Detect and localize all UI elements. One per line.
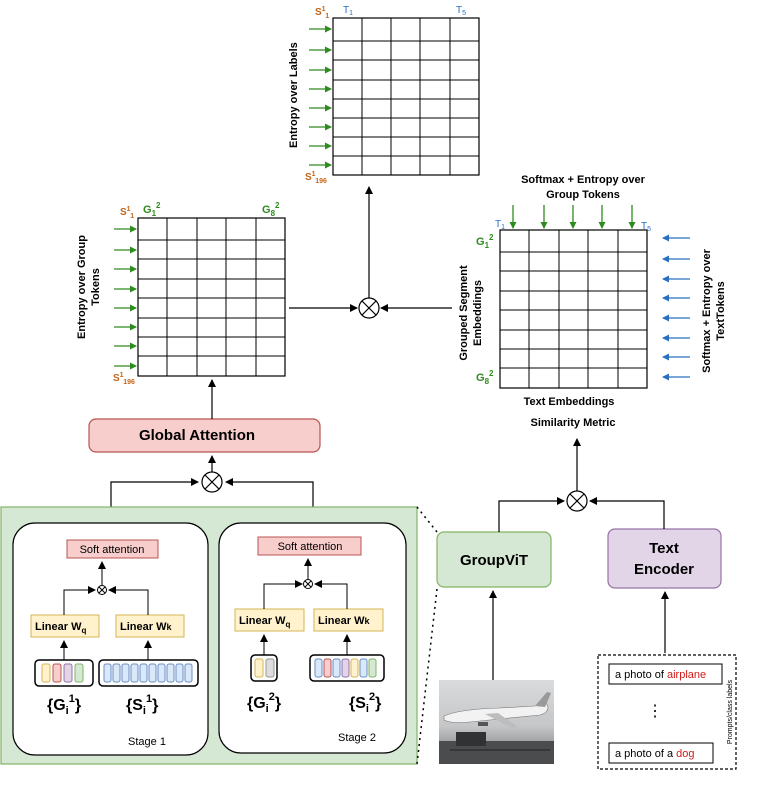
right-matrix: Softmax + Entropy over Group Tokens T1 T…	[458, 174, 727, 429]
text-encoder-block: Text Encoder	[607, 528, 722, 589]
prompts-side-label: Prompts/class labels	[727, 679, 734, 744]
similarity-metric-label: Similarity Metric	[531, 417, 616, 429]
right-matrix-xlabel: Text Embeddings	[524, 396, 615, 408]
right-matrix-top-caption-line1: Softmax + Entropy over	[521, 174, 646, 186]
global-attention-block: Global Attention	[88, 418, 321, 453]
stage2-soft-attention: Soft attention	[278, 541, 343, 553]
stage2-linear-k: Linear Wk	[318, 615, 370, 627]
global-attention-label: Global Attention	[139, 427, 255, 444]
stage1-linear-k: Linear Wk	[120, 621, 172, 633]
stage1-linear-q: Linear Wq	[35, 621, 86, 635]
left-matrix: S11 S1196 G12 G82 Entropy over Group Tok…	[76, 201, 286, 386]
entropy-row-arrows	[114, 225, 137, 370]
left-matrix-ylabel-line1: Entropy over Group	[76, 235, 88, 339]
right-matrix-ylabel-line1: Grouped Segment	[458, 265, 470, 361]
stage1-soft-attention: Soft attention	[80, 544, 145, 556]
prompt-airplane: a photo of airplane	[615, 669, 706, 681]
groupvit-label: GroupViT	[460, 552, 528, 569]
top-matrix: S11 S1196 T1 T5 Entropy over Labels	[288, 5, 480, 185]
right-matrix-side-caption-line1: Softmax + Entropy over	[701, 248, 713, 373]
center-connectors	[289, 186, 452, 312]
group-token-arrows	[509, 205, 636, 229]
global-multiply-node	[201, 471, 223, 493]
stage1-segment-token-label: {Si1}	[126, 693, 158, 717]
row-label-bottom: S1196	[305, 171, 327, 185]
stage2-segment-token-label: {Si2}	[349, 691, 381, 715]
row-label-top: S11	[315, 6, 329, 20]
encoder-connectors	[489, 438, 669, 681]
col-label-right: T5	[456, 5, 466, 17]
right-matrix-top-caption-line2: Group Tokens	[546, 189, 620, 201]
col-label-right: G82	[262, 201, 280, 218]
zoom-dotted-lines	[416, 506, 438, 765]
prompt-ellipsis: ⋮	[647, 703, 663, 720]
stage1-block: Soft attention Linear Wq Linear Wk {Gi1}	[12, 522, 209, 756]
stage1-group-token-label: {Gi1}	[47, 693, 81, 717]
stage2-group-token-label: {Gi2}	[247, 691, 281, 715]
col-label-left: T1	[495, 219, 505, 231]
col-label-left: G12	[143, 201, 161, 218]
text-encoder-line1: Text	[649, 540, 679, 557]
prompt-dog: a photo of a dog	[615, 748, 695, 760]
airplane-photo	[439, 680, 554, 764]
top-matrix-ylabel: Entropy over Labels	[288, 42, 300, 148]
similarity-multiply-node	[566, 490, 588, 512]
groupvit-block: GroupViT	[436, 531, 552, 588]
right-matrix-ylabel-line2: Embeddings	[472, 280, 484, 346]
left-matrix-ylabel-line2: Tokens	[90, 268, 102, 306]
text-token-arrows	[662, 234, 690, 381]
stage2-linear-q: Linear Wq	[239, 615, 290, 629]
stage1-caption: Stage 1	[128, 736, 166, 748]
prompts-panel: a photo of airplane ⋮ a photo of a dog P…	[597, 654, 737, 770]
row-label-top: G12	[476, 233, 494, 250]
stage2-caption: Stage 2	[338, 732, 376, 744]
row-label-top: S11	[120, 206, 134, 220]
row-label-bottom: G82	[476, 369, 494, 386]
center-multiply-node	[358, 297, 380, 319]
col-label-right: T5	[641, 221, 651, 233]
stage2-block: Soft attention Linear Wq Linear Wk {Gi2}	[218, 522, 407, 754]
row-label-bottom: S1196	[113, 372, 135, 386]
col-label-left: T1	[343, 5, 353, 17]
entropy-row-arrows	[309, 25, 332, 169]
right-matrix-side-caption-line2: TextTokens	[715, 281, 727, 341]
text-encoder-line2: Encoder	[634, 561, 694, 578]
